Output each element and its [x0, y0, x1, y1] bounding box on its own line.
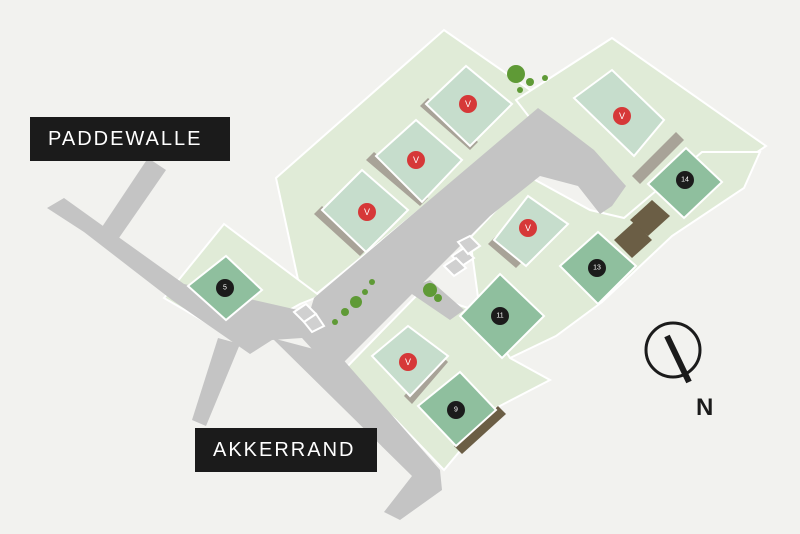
street-label-akkerrand: AKKERRAND	[195, 428, 377, 472]
sold-label: V	[619, 111, 625, 121]
lot-number: 9	[454, 407, 458, 414]
sold-house-plots	[320, 64, 666, 398]
sold-marker[interactable]: V	[613, 107, 631, 125]
lot-number: 11	[496, 313, 503, 320]
sold-marker[interactable]: V	[407, 151, 425, 169]
sold-marker[interactable]: V	[459, 95, 477, 113]
lot-marker-14[interactable]: 14	[676, 171, 694, 189]
lot-number: 13	[593, 265, 601, 272]
sold-label: V	[465, 99, 471, 109]
parking-bays	[292, 234, 482, 334]
lot-number: 14	[681, 177, 689, 184]
sold-label: V	[413, 155, 419, 165]
compass-icon	[644, 321, 702, 384]
lot-marker-9[interactable]: 9	[447, 401, 465, 419]
lot-marker-13[interactable]: 13	[588, 259, 606, 277]
sold-marker[interactable]: V	[358, 203, 376, 221]
sold-marker[interactable]: V	[399, 353, 417, 371]
tree-clusters	[332, 65, 548, 325]
sold-label: V	[525, 223, 531, 233]
road-network	[47, 108, 626, 520]
lot-marker-11[interactable]: 11	[491, 307, 509, 325]
sold-label: V	[405, 357, 411, 367]
street-label-paddewalle: PADDEWALLE	[30, 117, 230, 161]
compass-north-label: N	[696, 394, 714, 421]
lot-number: 5	[223, 285, 227, 292]
sold-label: V	[364, 207, 370, 217]
lot-markers: 5 9 11 13 14 V V V	[216, 95, 694, 419]
lot-marker-5[interactable]: 5	[216, 279, 234, 297]
sold-marker[interactable]: V	[519, 219, 537, 237]
carports	[454, 200, 670, 454]
